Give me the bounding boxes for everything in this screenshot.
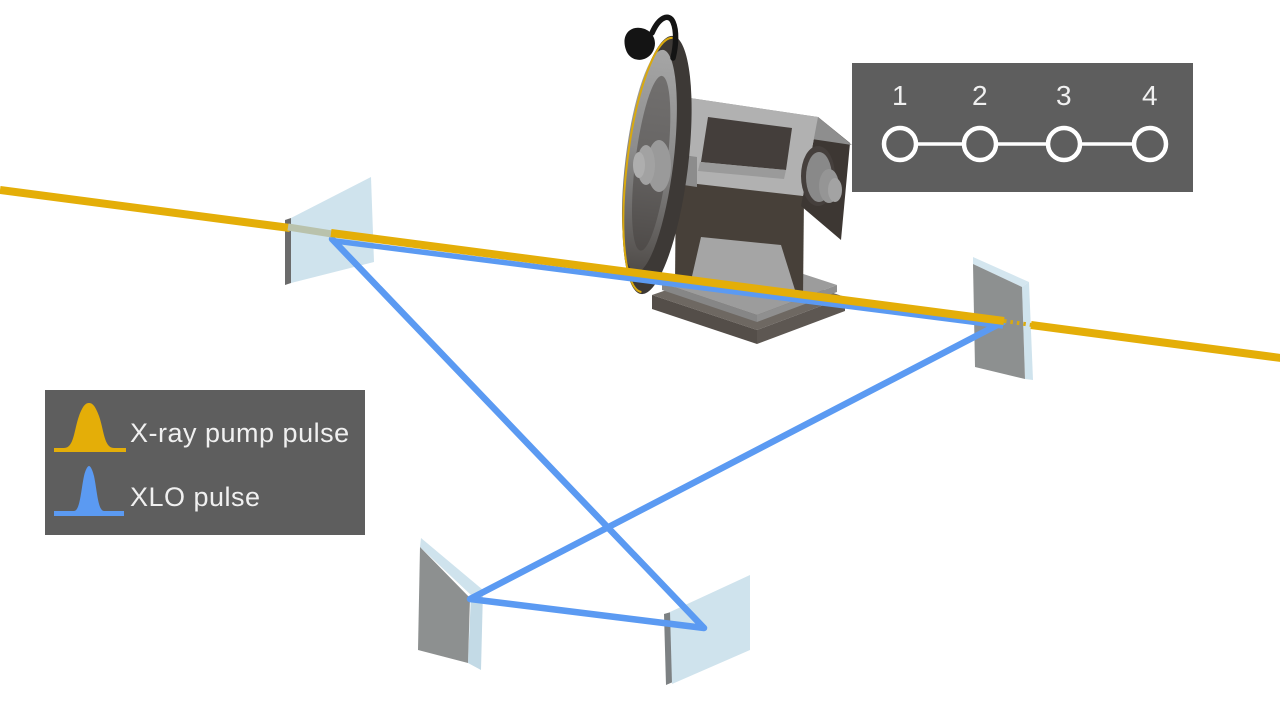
step-circle-2	[961, 125, 999, 163]
xray-pump-beam-in-mirror	[1003, 319, 1033, 327]
pulse-sequence-panel: 1 2 3 4	[852, 63, 1193, 192]
body-window-sill	[698, 162, 786, 179]
xray-pump-beam-in-splitter	[287, 223, 333, 238]
base-upper-left	[662, 283, 757, 322]
mirror-glass-top-edge	[420, 538, 483, 595]
delay-mirror-lower-left	[418, 538, 483, 670]
delay-mirror-lower-right	[664, 575, 750, 685]
beams	[0, 186, 1280, 632]
xlo-co-propagating-beam	[334, 238, 1004, 329]
stepper-background	[852, 63, 1193, 192]
base-lower-right	[757, 297, 845, 344]
mirror-back-face	[418, 547, 470, 663]
step-circle-1	[881, 125, 919, 163]
legend-label-xlo: XLO pulse	[130, 482, 261, 512]
step-circle-4	[1131, 125, 1169, 163]
step-number-2: 2	[972, 80, 988, 111]
step-number-1: 1	[892, 80, 908, 111]
pedestal-plate	[690, 237, 795, 290]
xlo-delay-beam	[328, 235, 1007, 632]
step-number-4: 4	[1142, 80, 1158, 111]
step-circle-3	[1045, 125, 1083, 163]
xray-pump-beam-incoming	[0, 186, 291, 232]
hub-cap	[633, 152, 645, 178]
beam-splitter-edge	[285, 218, 291, 285]
legend-label-pump: X-ray pump pulse	[130, 418, 350, 448]
rotation-arrow-icon	[624, 14, 679, 61]
mirror-glass-side-edge	[468, 590, 483, 670]
mirror-glass-side-edge	[1022, 282, 1033, 380]
step-number-3: 3	[1056, 80, 1072, 111]
xray-pump-beam-main	[330, 229, 1005, 325]
mirror-glass-face	[670, 575, 750, 684]
body-window	[701, 117, 792, 170]
xray-pump-beam-outgoing	[1030, 321, 1280, 362]
mirror-glass-top-edge	[973, 257, 1029, 287]
disc-gold-rim	[622, 36, 675, 294]
base-lower-left	[652, 295, 757, 344]
narrow-pulse-icon	[54, 466, 124, 516]
flange-cap	[828, 178, 842, 202]
broad-pulse-icon	[54, 403, 126, 452]
legend-panel: X-ray pump pulse XLO pulse	[45, 390, 365, 535]
